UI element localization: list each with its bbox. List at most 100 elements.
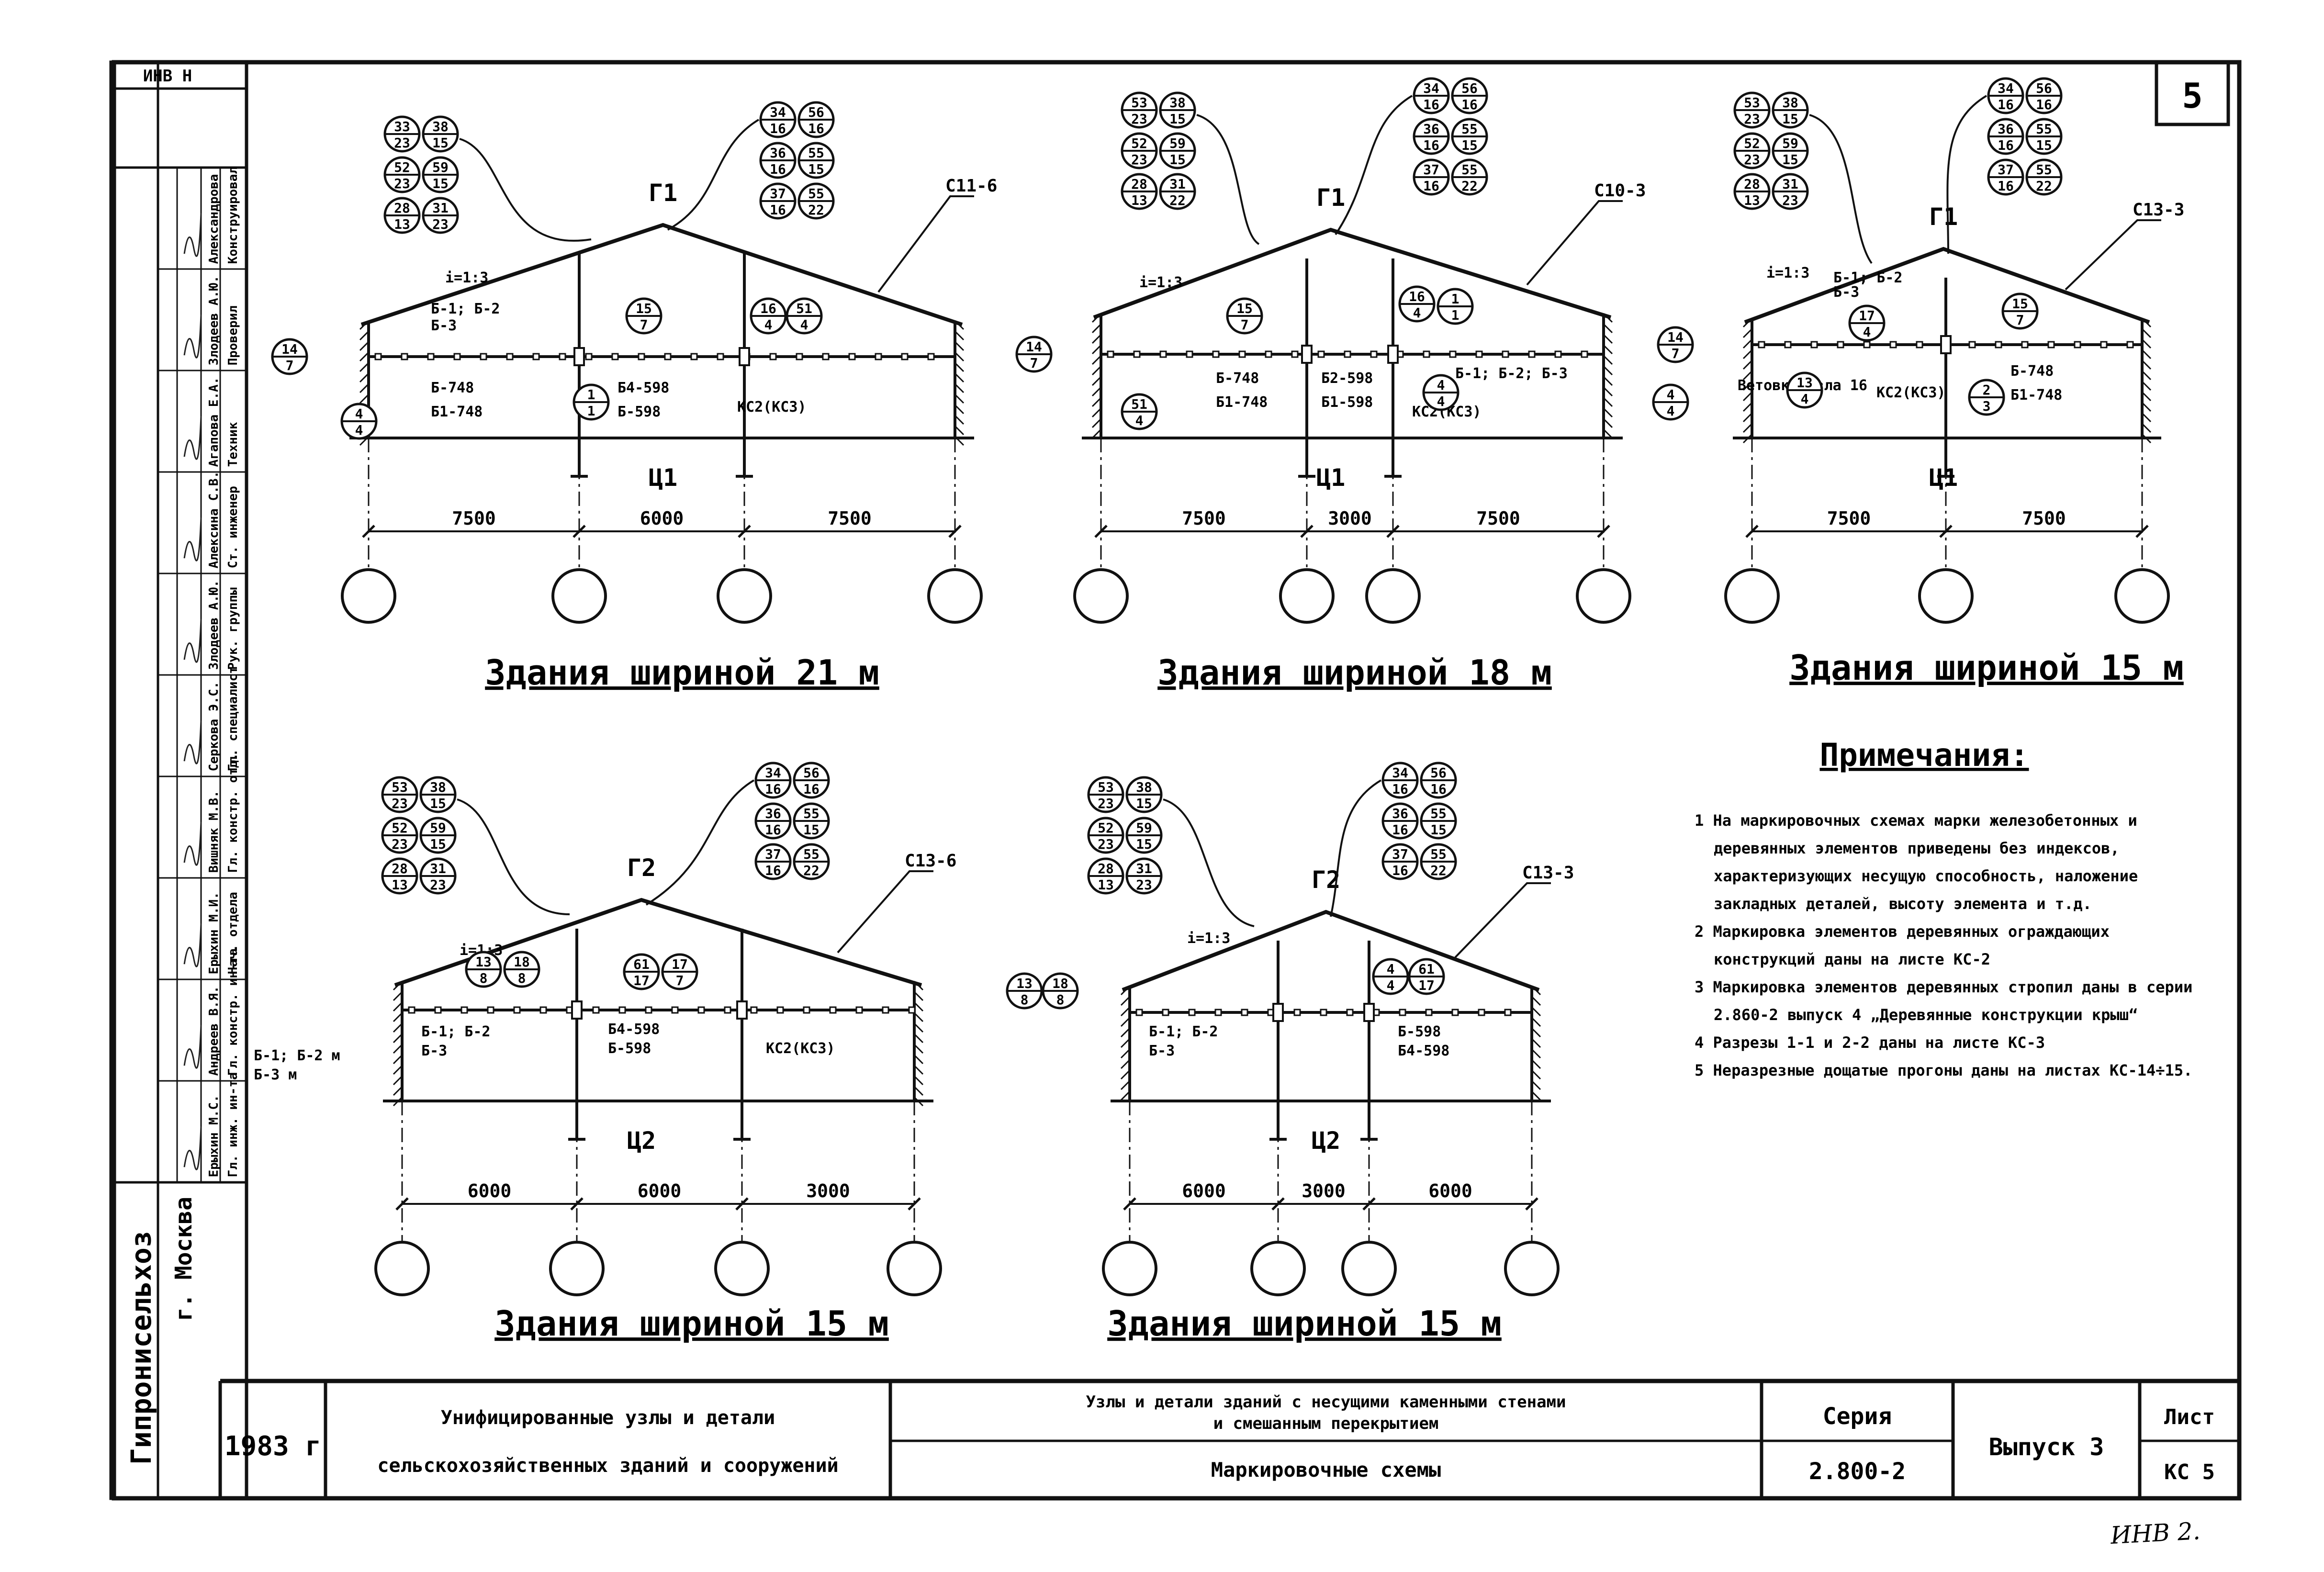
axis-bubble: [1341, 1241, 1397, 1296]
joist-mark: [480, 353, 487, 360]
callout-top: 17: [672, 956, 688, 972]
stamp-name: Андреев В.Я.: [207, 986, 221, 1076]
joist-mark: [1241, 1009, 1248, 1016]
callout-top: 4: [1437, 377, 1445, 393]
callout-bottom: 16: [2036, 97, 2052, 112]
callout-bottom: 16: [770, 202, 786, 218]
axis-bubble: [1576, 568, 1631, 624]
callout-bottom: 1: [587, 403, 595, 419]
element-label: Б-3: [431, 317, 457, 334]
note-line: деревянных элементов приведены без индек…: [1714, 839, 2120, 857]
callout-bottom: 15: [1136, 836, 1152, 852]
wall-hatch: [359, 330, 370, 341]
wall-hatch: [954, 341, 965, 351]
wall-hatch: [2141, 359, 2152, 370]
callout-top: 31: [430, 861, 446, 876]
joist-mark: [2100, 341, 2108, 348]
joist-mark: [513, 1006, 521, 1014]
callout-top: 37: [1423, 162, 1439, 178]
callout-top: 28: [392, 861, 408, 876]
diagram-title-4: Здания шириной 15 м: [494, 1303, 889, 1344]
callout-top: 38: [1169, 95, 1186, 111]
wall-hatch: [359, 383, 370, 393]
callout-bottom: 4: [1413, 305, 1421, 321]
callout-top: 59: [432, 159, 449, 175]
callout-bottom: 16: [765, 863, 781, 878]
callout-bottom: 15: [2036, 137, 2052, 153]
wall-hatch: [2141, 370, 2152, 381]
axis-bubble: [2114, 568, 2170, 624]
callout-top: 52: [1131, 135, 1147, 151]
dimension-tick: [1525, 1197, 1538, 1211]
joist-mark: [908, 1006, 916, 1014]
callout-bottom: 15: [1461, 137, 1478, 153]
section-mark-bottom: Ц2: [1312, 1127, 1340, 1155]
callout-top: 37: [1392, 846, 1408, 862]
stamp-role: Нач. отдела: [226, 892, 240, 974]
joist-mark: [1502, 350, 1509, 358]
signature: [183, 213, 202, 257]
dimension-value: 3000: [1328, 508, 1372, 529]
leader: [1196, 114, 1260, 245]
axis-bubble: [1250, 1241, 1306, 1296]
callout-top: 14: [1667, 329, 1684, 345]
joist-mark: [453, 353, 461, 360]
element-label: Б2-598: [1321, 370, 1373, 387]
callout-top: 15: [2012, 296, 2028, 312]
section-mark-top: Г2: [627, 854, 656, 882]
dimension-tick: [738, 525, 751, 538]
callout-bottom: 23: [392, 836, 408, 852]
wall-hatch: [1531, 1090, 1541, 1101]
wall-hatch: [1742, 402, 1753, 412]
joist-mark: [671, 1006, 679, 1014]
wall-hatch: [393, 1075, 403, 1086]
joist-mark: [1916, 341, 1923, 348]
roof-mark-leader: [1454, 882, 1551, 958]
wall-hatch: [913, 1075, 924, 1086]
callout-bottom: 22: [1169, 192, 1186, 208]
callout-top: 55: [808, 145, 824, 161]
dimension-tick: [1362, 1197, 1376, 1211]
axis-bubble: [341, 568, 396, 624]
dimension-tick: [735, 1197, 749, 1211]
wall-hatch: [1531, 1006, 1541, 1017]
wall-hatch: [1120, 1038, 1131, 1048]
wall-hatch: [2141, 381, 2152, 391]
axis-bubble: [717, 568, 772, 624]
stamp-role: Гл. специалист: [226, 666, 240, 771]
callout-bottom: 13: [1131, 192, 1147, 208]
callout-bottom: 7: [286, 358, 294, 373]
section-mark-top: Г1: [1316, 184, 1345, 212]
section-mark-bottom: Ц1: [1316, 464, 1345, 492]
roof-mark: С13-3: [2133, 200, 2184, 220]
joist-mark: [1581, 350, 1588, 358]
signature: [183, 314, 202, 359]
section-mark-bottom: Ц1: [649, 464, 677, 492]
joist-mark: [559, 353, 566, 360]
callout-bottom: 15: [432, 176, 449, 191]
axis-bubble: [714, 1241, 770, 1296]
stamp-role: Техник: [226, 422, 240, 467]
callout-top: 15: [636, 301, 652, 316]
callout-bottom: 16: [803, 781, 820, 797]
callout-bottom: 23: [1782, 192, 1798, 208]
leader: [459, 138, 592, 242]
callout-top: 53: [1744, 95, 1760, 111]
axis-bubble: [374, 1241, 430, 1296]
stamp-role: Ст. инженер: [226, 486, 240, 568]
callout-bottom: 16: [1430, 781, 1447, 797]
stamp-name: Злодеев А.Ю.: [207, 276, 221, 366]
handwritten-inv: ИНВ 2.: [2110, 1517, 2201, 1550]
joist-mark: [1135, 1009, 1143, 1016]
column-cap: [1387, 345, 1399, 364]
element-label: Б-1; Б-2: [1833, 269, 1903, 286]
title-mid-line3: Маркировочные схемы: [1211, 1458, 1441, 1482]
column-cap: [1272, 1003, 1284, 1022]
callout-bottom: 4: [1387, 977, 1395, 993]
leader: [1809, 114, 1873, 264]
stamp-name: Алексина С.В.: [207, 471, 221, 569]
callout-bottom: 13: [392, 877, 408, 893]
joist-mark: [592, 1006, 600, 1014]
joist-mark: [2021, 341, 2029, 348]
leader: [1163, 798, 1255, 927]
